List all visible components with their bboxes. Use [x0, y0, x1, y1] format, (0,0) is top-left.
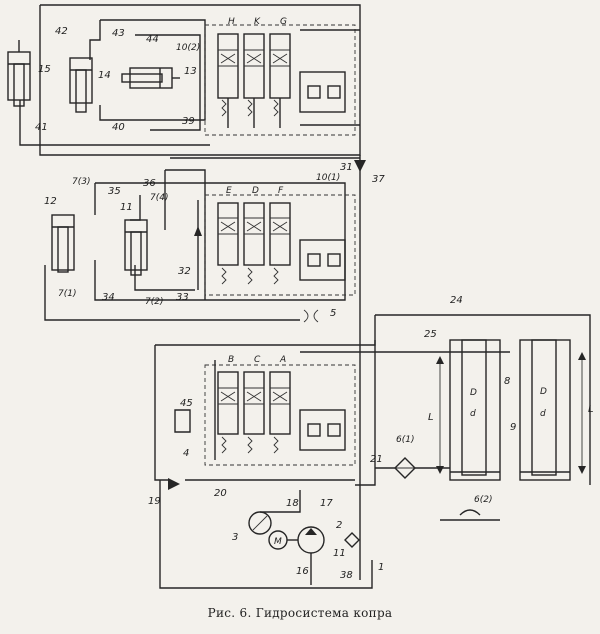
label-L-right: L — [588, 404, 594, 415]
label-45: 45 — [180, 398, 193, 409]
label-33: 33 — [176, 292, 189, 303]
label-38: 38 — [340, 570, 353, 581]
label-37: 37 — [372, 174, 385, 185]
relief-valve-45 — [174, 409, 191, 433]
valve-block-middle — [44, 155, 366, 400]
label-43: 43 — [112, 28, 125, 39]
label-K: K — [254, 17, 261, 27]
label-F: F — [278, 186, 284, 196]
label-D-cyl9: D — [540, 387, 547, 397]
label-6-2: 6(2) — [474, 495, 492, 505]
label-10-2: 10(2) — [176, 43, 200, 53]
label-12: 12 — [44, 196, 57, 207]
valve-block-top — [7, 4, 361, 156]
label-41: 41 — [35, 122, 48, 133]
label-20: 20 — [214, 488, 227, 499]
label-31: 31 — [340, 162, 353, 173]
label-16: 16 — [296, 566, 309, 577]
label-7-3: 7(3) — [72, 177, 90, 187]
cylinder-15 — [7, 40, 31, 107]
label-7-1: 7(1) — [58, 289, 76, 299]
label-M: M — [274, 537, 282, 547]
label-19: 19 — [148, 496, 161, 507]
label-6-1: 6(1) — [396, 435, 414, 445]
label-L-left: L — [428, 412, 434, 423]
label-4: 4 — [183, 448, 189, 459]
pump-section — [159, 480, 500, 589]
filter-21 — [375, 457, 450, 479]
label-21: 21 — [370, 454, 383, 465]
label-11: 11 — [120, 202, 133, 213]
label-42: 42 — [55, 26, 68, 37]
label-D-cyl8: D — [470, 388, 477, 398]
label-11-filter: 11 — [333, 548, 346, 559]
check-valve-19 — [168, 478, 180, 490]
label-25: 25 — [424, 329, 437, 340]
label-13: 13 — [184, 66, 197, 77]
cylinder-11 — [124, 219, 148, 276]
label-8: 8 — [504, 376, 510, 387]
label-5: 5 — [330, 308, 336, 319]
labels: 42 43 44 15 14 13 41 40 39 H K G 10(2) 7… — [35, 17, 594, 581]
label-A: A — [279, 355, 286, 365]
label-7-4: 7(4) — [150, 193, 168, 203]
label-34: 34 — [102, 292, 115, 303]
label-G: G — [280, 17, 287, 27]
label-d-cyl8: d — [470, 409, 476, 419]
cylinder-13 — [121, 67, 180, 89]
valve-sections-HKG — [204, 24, 360, 136]
cylinder-14 — [69, 57, 93, 113]
figure-caption: Рис. 6. Гидросистема копра — [207, 606, 393, 620]
label-H: H — [228, 17, 235, 27]
filter-11 — [344, 532, 360, 548]
valve-sections-BCA — [204, 360, 356, 466]
cylinder-9 — [519, 339, 586, 481]
label-C: C — [254, 355, 261, 365]
label-d-cyl9: d — [540, 409, 546, 419]
label-E: E — [226, 186, 232, 196]
label-2: 2 — [336, 520, 342, 531]
label-1: 1 — [378, 562, 384, 573]
label-14: 14 — [98, 70, 111, 81]
label-35: 35 — [108, 186, 121, 197]
cylinder-12 — [51, 214, 75, 273]
label-9: 9 — [510, 422, 516, 433]
valve-block-bottom — [154, 314, 591, 580]
label-B: B — [228, 355, 234, 365]
cylinder-8 — [436, 339, 501, 481]
throttle-5 — [303, 309, 319, 323]
label-44: 44 — [146, 34, 159, 45]
label-36: 36 — [143, 178, 156, 189]
check-valve-37 — [354, 160, 366, 172]
label-32: 32 — [178, 266, 191, 277]
label-3: 3 — [232, 532, 238, 543]
valve-sections-EDF — [194, 194, 356, 296]
label-7-2: 7(2) — [145, 297, 163, 307]
label-39: 39 — [182, 116, 195, 127]
label-15: 15 — [38, 64, 51, 75]
label-24: 24 — [450, 295, 463, 306]
label-40: 40 — [112, 122, 125, 133]
label-10-1: 10(1) — [316, 173, 340, 183]
label-D: D — [252, 186, 259, 196]
label-17: 17 — [320, 498, 333, 509]
label-18: 18 — [286, 498, 299, 509]
switch-6-2 — [459, 509, 481, 516]
